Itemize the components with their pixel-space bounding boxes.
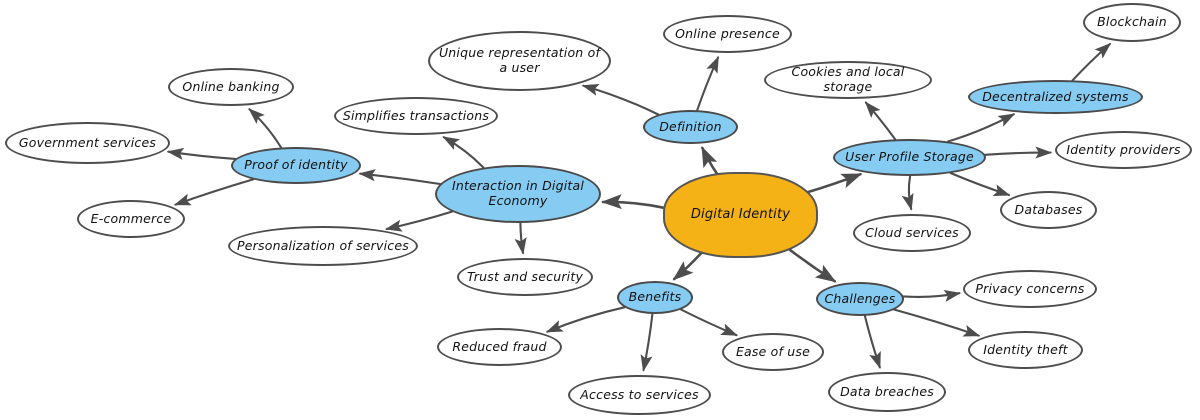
node-ups[interactable]: User Profile Storage (833, 139, 986, 176)
node-label-ecommerce: E-commerce (90, 210, 172, 226)
node-breaches[interactable]: Data breaches (828, 372, 946, 412)
edge-benefits-to-access (640, 312, 654, 372)
node-label-banking: Online banking (182, 78, 280, 94)
edge-definition-to-presence (696, 55, 720, 112)
node-challenges[interactable]: Challenges (816, 282, 904, 316)
edge-ups-to-cloud (901, 174, 914, 211)
node-access[interactable]: Access to services (568, 375, 711, 415)
node-label-unique: Unique representation of a user (438, 45, 601, 75)
edge-interaction-to-proof (358, 169, 442, 186)
edge-ups-to-databases (949, 172, 1011, 197)
node-label-govt: Government services (18, 134, 157, 150)
node-blockchain[interactable]: Blockchain (1083, 3, 1181, 42)
node-label-benefits: Benefits (628, 289, 682, 305)
node-benefits[interactable]: Benefits (617, 281, 693, 314)
edge-root-to-definition (701, 146, 719, 176)
edge-ups-to-decentral (947, 113, 1016, 143)
node-label-root: Digital Identity (690, 207, 791, 223)
node-databases[interactable]: Databases (1000, 191, 1097, 229)
edge-ups-to-idprov (984, 146, 1053, 159)
edge-interaction-to-personal (385, 210, 454, 232)
edge-interaction-to-simplifies (442, 136, 485, 169)
edge-proof-to-ecommerce (173, 178, 255, 206)
node-ecommerce[interactable]: E-commerce (77, 200, 185, 238)
node-label-decentral: Decentralized systems (982, 88, 1129, 104)
node-label-idprov: Identity providers (1066, 141, 1181, 157)
edge-decentral-to-blockchain (1071, 42, 1112, 82)
node-label-proof: Proof of identity (244, 157, 348, 173)
node-trust[interactable]: Trust and security (457, 258, 593, 296)
node-proof[interactable]: Proof of identity (231, 147, 361, 184)
edge-definition-to-unique (581, 84, 660, 116)
node-label-theft: Identity theft (983, 341, 1068, 357)
node-banking[interactable]: Online banking (168, 68, 294, 106)
node-label-access: Access to services (580, 386, 699, 402)
node-fraud[interactable]: Reduced fraud (437, 328, 562, 366)
node-label-privacy: Privacy concerns (975, 280, 1085, 296)
edge-challenges-to-privacy (902, 289, 962, 302)
edge-challenges-to-theft (893, 308, 981, 337)
node-root[interactable]: Digital Identity (663, 172, 818, 258)
node-label-cloud: Cloud services (865, 224, 959, 240)
node-interaction[interactable]: Interaction in Digital Economy (435, 165, 601, 223)
edge-root-to-benefits (672, 251, 704, 281)
node-label-ease: Ease of use (735, 343, 811, 359)
node-label-simplifies: Simplifies transactions (342, 107, 490, 123)
node-label-challenges: Challenges (824, 290, 896, 306)
edge-challenges-to-breaches (863, 314, 881, 369)
node-label-presence: Online presence (675, 25, 780, 41)
edge-paths (166, 42, 1112, 372)
node-label-personal: Personalization of services (237, 237, 409, 253)
node-decentral[interactable]: Decentralized systems (968, 80, 1143, 114)
edge-interaction-to-trust (514, 221, 527, 255)
node-ease[interactable]: Ease of use (722, 333, 824, 371)
edge-benefits-to-fraud (545, 306, 626, 333)
node-label-interaction: Interaction in Digital Economy (451, 178, 585, 208)
node-theft[interactable]: Identity theft (968, 331, 1083, 369)
node-definition[interactable]: Definition (643, 110, 738, 144)
node-personal[interactable]: Personalization of services (228, 226, 418, 266)
node-label-ups: User Profile Storage (845, 149, 974, 165)
node-cookies[interactable]: Cookies and local storage (764, 61, 932, 99)
edge-ups-to-cookies (864, 101, 897, 141)
edge-root-to-ups (805, 172, 863, 194)
node-label-blockchain: Blockchain (1097, 14, 1167, 30)
node-label-trust: Trust and security (466, 268, 584, 284)
edge-root-to-interaction (601, 194, 666, 210)
edge-proof-to-govt (166, 147, 237, 160)
node-label-databases: Databases (1014, 201, 1083, 217)
node-simplifies[interactable]: Simplifies transactions (334, 97, 498, 135)
node-label-cookies: Cookies and local storage (791, 64, 905, 94)
edge-proof-to-banking (248, 108, 283, 149)
node-label-breaches: Data breaches (840, 383, 934, 399)
node-label-fraud: Reduced fraud (452, 338, 547, 354)
node-idprov[interactable]: Identity providers (1055, 131, 1192, 169)
node-unique[interactable]: Unique representation of a user (428, 31, 611, 91)
node-presence[interactable]: Online presence (663, 15, 792, 53)
edge-benefits-to-ease (679, 308, 738, 337)
node-govt[interactable]: Government services (5, 122, 170, 164)
node-cloud[interactable]: Cloud services (853, 214, 971, 252)
node-label-definition: Definition (659, 118, 722, 134)
node-privacy[interactable]: Privacy concerns (963, 270, 1097, 308)
edge-root-to-challenges (787, 247, 837, 283)
